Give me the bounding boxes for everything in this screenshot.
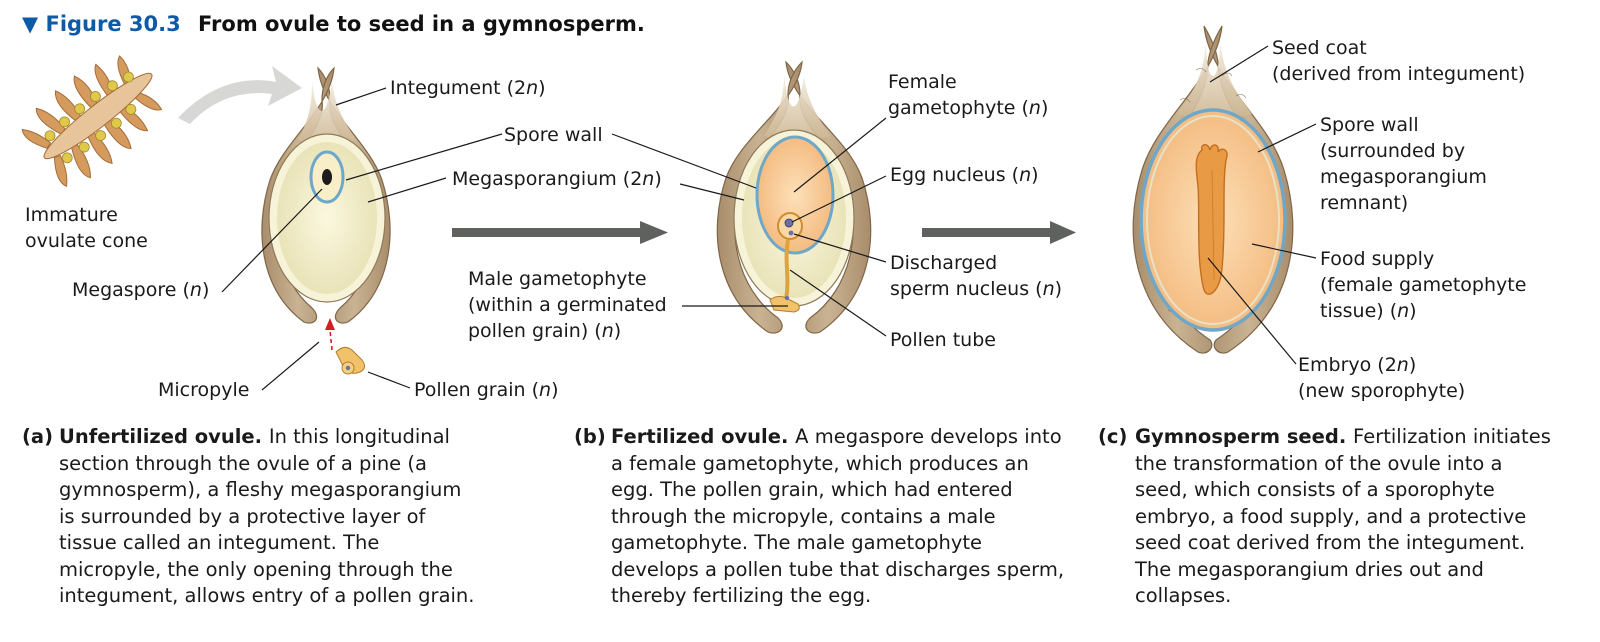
leader-lines-a [221,87,503,391]
label-seed-coat-2: (derived from integument) [1272,63,1525,85]
caption-a-title: Unfertilized ovule. [59,425,269,448]
label-egg-nucleus: Egg nucleus (n) [890,164,1039,186]
caption-a: (a) Unfertilized ovule. In this longitud… [22,424,482,610]
progress-arrow-1 [452,221,668,244]
caption-b-text: A megaspore develops into a female gamet… [611,425,1065,607]
pollen-entry-arrowhead [325,318,335,330]
caption-c: (c) Gymnosperm seed. Fertilization initi… [1098,424,1558,610]
label-pollen-tube: Pollen tube [890,329,996,351]
immature-ovulate-cone [21,55,163,187]
label-pollen-grain: Pollen grain (n) [414,379,559,401]
label-micropyle: Micropyle [158,379,249,401]
ovule-to-seed-diagram: Immature ovulate cone Integument (2n) Sp… [21,25,1526,402]
figure-number: Figure 30.3 [45,12,181,36]
caption-c-letter: (c) [1098,425,1128,448]
fertilized-ovule [716,60,872,334]
label-embryo-2: (new sporophyte) [1298,380,1465,402]
label-immature-ovulate-cone-1: Immature [25,204,118,226]
cone-to-ovule-arrow [178,66,302,124]
figure-title: From ovule to seed in a gymnosperm. [198,12,645,36]
label-male-gametophyte-1: Male gametophyte [468,268,647,290]
gymnosperm-seed [1132,25,1294,354]
label-discharged-sperm-2: sperm nucleus (n) [890,278,1062,300]
label-discharged-sperm-1: Discharged [890,252,997,274]
label-male-gametophyte-2: (within a germinated [468,294,667,316]
label-female-gametophyte-1: Female [888,71,957,93]
label-spore-wall-a: Spore wall [504,124,603,146]
label-spore-wall-c-2: (surrounded by [1320,140,1465,162]
pollen-grain-icon [335,346,366,375]
caption-b-title: Fertilized ovule. [611,425,796,448]
caption-b: (b) Fertilized ovule. A megaspore develo… [574,424,1074,610]
figure-marker-icon: ▼ [22,12,39,36]
label-megaspore: Megaspore (n) [72,279,209,301]
pollen-entry-arrow [329,329,333,351]
caption-c-text: Fertilization initiates the transformati… [1135,425,1551,607]
label-spore-wall-c-3: megasporangium [1320,166,1487,188]
label-integument: Integument (2n) [390,77,546,99]
label-food-supply-3: tissue) (n) [1320,300,1417,322]
progress-arrow-2 [922,221,1076,244]
label-seed-coat-1: Seed coat [1272,37,1367,59]
label-male-gametophyte-3: pollen grain) (n) [468,320,621,342]
leader-lines-b [611,117,887,337]
caption-c-title: Gymnosperm seed. [1135,425,1354,448]
label-female-gametophyte-2: gametophyte (n) [888,97,1048,119]
label-food-supply-2: (female gametophyte [1320,274,1526,296]
caption-b-letter: (b) [574,425,606,448]
label-spore-wall-c-1: Spore wall [1320,114,1419,136]
label-spore-wall-c-4: remnant) [1320,192,1408,214]
label-embryo-1: Embryo (2n) [1298,354,1416,376]
unfertilized-ovule [261,66,391,324]
caption-a-text: In this longitudinal section through the… [59,425,475,607]
caption-a-letter: (a) [22,425,53,448]
figure-header: ▼ Figure 30.3 From ovule to seed in a gy… [22,12,645,36]
leader-lines-c [1207,45,1317,365]
label-immature-ovulate-cone-2: ovulate cone [25,230,148,252]
label-food-supply-1: Food supply [1320,248,1434,270]
label-megasporangium: Megasporangium (2n) [452,168,662,190]
